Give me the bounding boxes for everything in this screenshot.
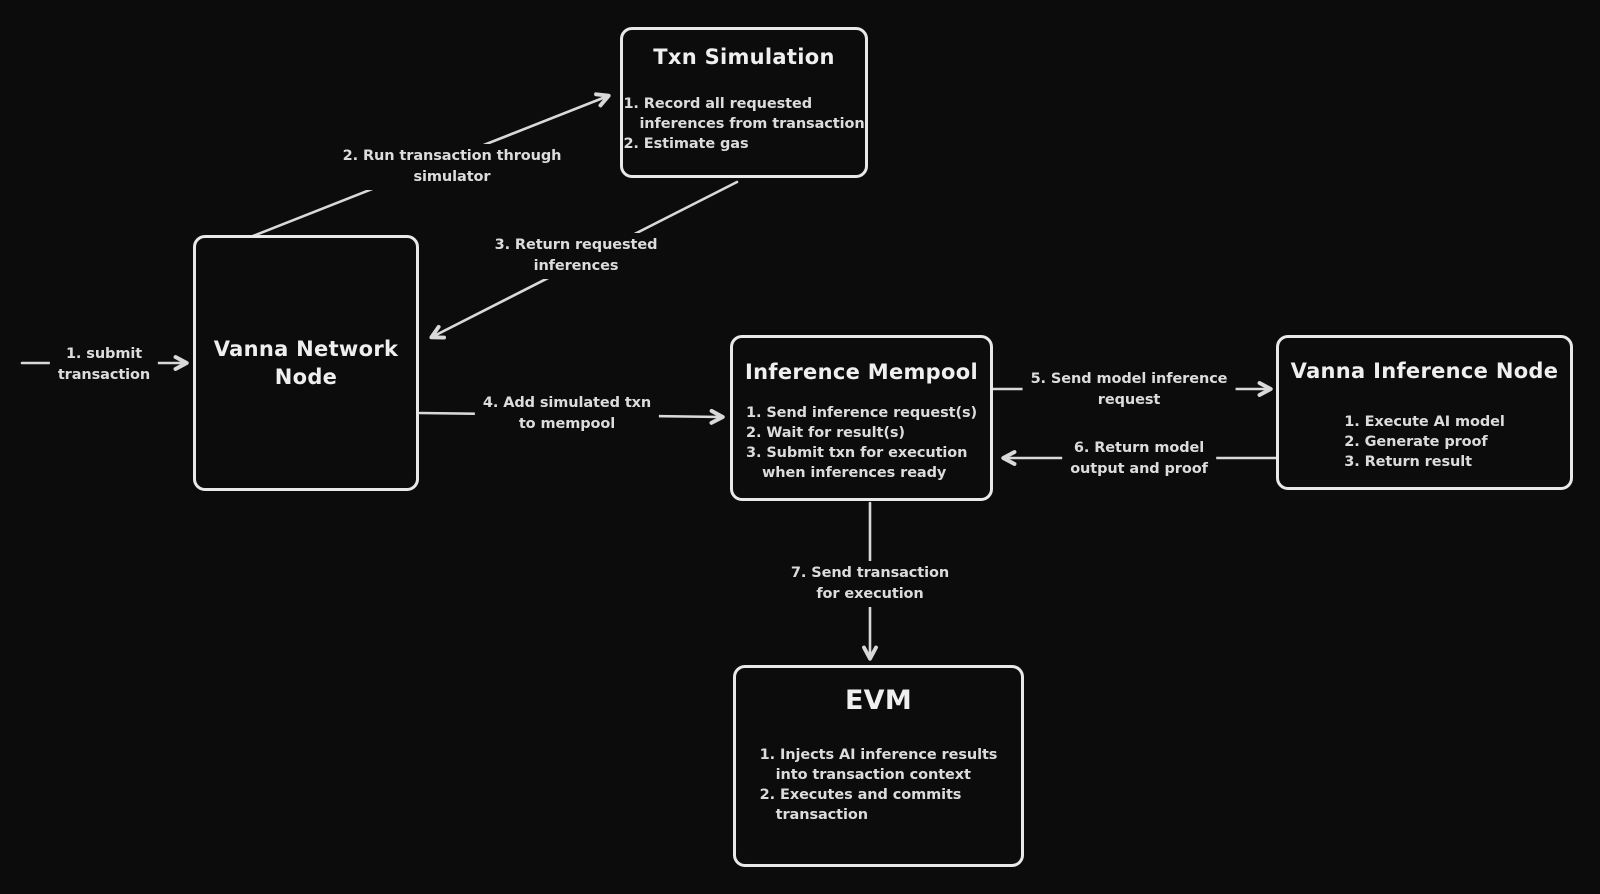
node-title: Vanna Network Node — [213, 337, 399, 389]
arrow-label-add-txn-to-mempool: 4. Add simulated txn to mempool — [474, 391, 660, 437]
arrow-label-line: inferences — [533, 258, 619, 274]
node-item: 2. Generate proof — [1344, 434, 1488, 450]
arrow-label-send-model-inference-request: 5. Send model inference request — [1022, 367, 1236, 413]
node-title: EVM — [844, 685, 913, 716]
node-title: Vanna Inference Node — [1290, 359, 1559, 383]
node-item: 3. Submit txn for execution — [745, 445, 968, 461]
node-vanna-network-node: Vanna Network Node — [193, 235, 419, 491]
node-item-list: 1. Send inference request(s) 2. Wait for… — [746, 403, 977, 483]
arrow-label-line: 7. Send transaction — [790, 565, 950, 581]
node-item: inferences from transaction — [639, 116, 865, 132]
arrow-label-line: to mempool — [518, 416, 616, 432]
arrow-label-submit-transaction: 1. submit transaction — [49, 342, 159, 388]
arrow-label-return-model-output: 6. Return model output and proof — [1062, 436, 1216, 482]
arrow-label-line: 4. Add simulated txn — [482, 395, 652, 411]
node-item: 1. Injects AI inference results — [759, 747, 998, 763]
arrow-label-line: 1. submit — [65, 346, 143, 362]
arrow-label-line: transaction — [57, 367, 151, 383]
node-item: when inferences ready — [761, 465, 947, 481]
node-item-list: 1. Record all requested inferences from … — [623, 94, 864, 154]
node-item: into transaction context — [775, 767, 971, 783]
node-txn-simulation: Txn Simulation 1. Record all requested i… — [620, 27, 868, 178]
node-item: 2. Executes and commits — [759, 787, 962, 803]
node-title: Inference Mempool — [745, 360, 978, 384]
node-item: 2. Wait for result(s) — [745, 425, 905, 441]
node-vanna-inference-node: Vanna Inference Node 1. Execute AI model… — [1276, 335, 1573, 490]
arrow-label-run-through-simulator: 2. Run transaction through simulator — [334, 144, 570, 190]
node-item: 1. Send inference request(s) — [745, 405, 978, 421]
node-title: Txn Simulation — [653, 45, 835, 69]
arrow-label-line: for execution — [816, 586, 924, 602]
node-item: 1. Record all requested — [623, 96, 812, 112]
node-evm: EVM 1. Injects AI inference results into… — [733, 665, 1024, 867]
node-item-list: 1. Injects AI inference results into tra… — [760, 745, 998, 825]
arrow-label-line: 6. Return model — [1073, 440, 1205, 456]
node-inference-mempool: Inference Mempool 1. Send inference requ… — [730, 335, 993, 501]
node-item-list: 1. Execute AI model 2. Generate proof 3.… — [1344, 412, 1505, 472]
arrow-label-line: output and proof — [1070, 461, 1208, 477]
node-item: 2. Estimate gas — [623, 136, 749, 152]
node-item: 1. Execute AI model — [1344, 414, 1505, 430]
arrow-label-line: simulator — [413, 169, 491, 185]
arrow-label-line: 3. Return requested — [494, 237, 658, 253]
node-item: transaction — [775, 807, 868, 823]
arrow-label-line: 5. Send model inference — [1030, 371, 1228, 387]
node-item: 3. Return result — [1344, 454, 1472, 470]
arrow-label-line: 2. Run transaction through — [342, 148, 562, 164]
arrow-label-send-txn-for-execution: 7. Send transaction for execution — [782, 561, 958, 607]
arrow-label-return-requested-inferences: 3. Return requested inferences — [486, 233, 666, 279]
arrow-label-line: request — [1097, 392, 1161, 408]
